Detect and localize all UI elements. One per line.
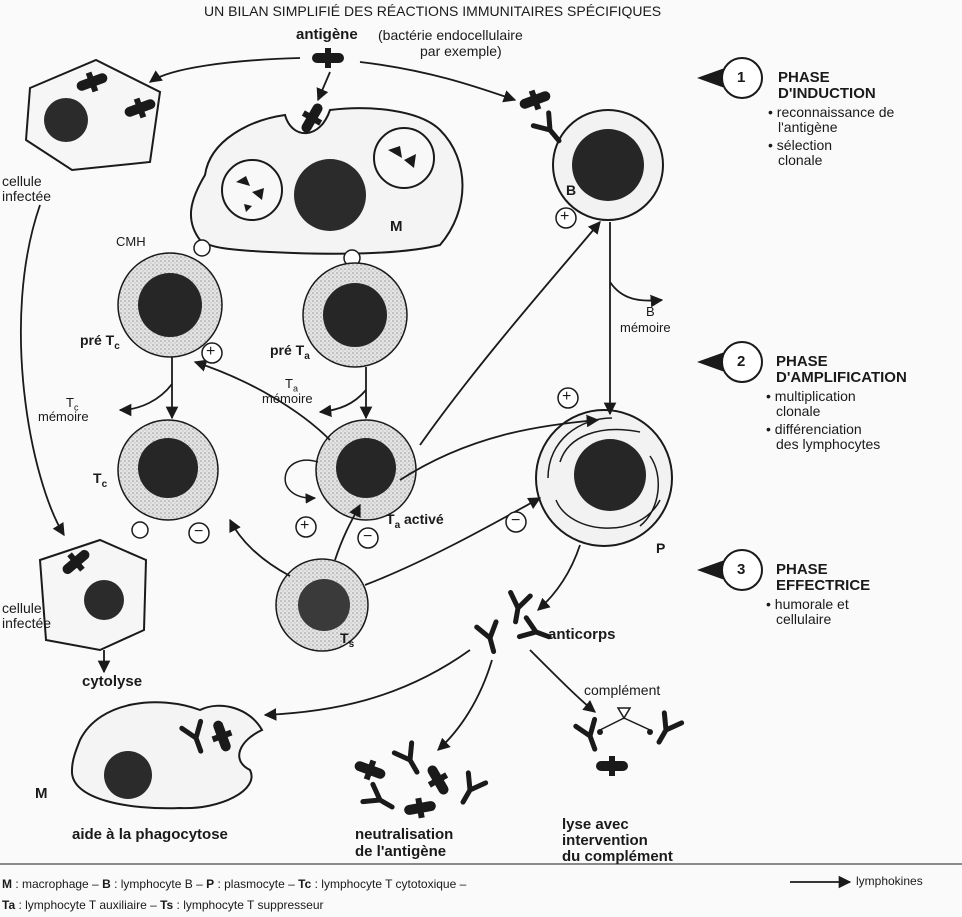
plus-sign-b: + — [560, 208, 570, 225]
complement-complex — [576, 707, 682, 776]
phagocytosis-label: aide à la phagocytose — [72, 826, 228, 843]
pre-ta-label: pré Ta — [270, 342, 310, 362]
antigen-fragments-left — [236, 176, 264, 212]
phase-2-item-1-cont: clonale — [776, 403, 821, 419]
phase-2-title-1: PHASE — [776, 353, 828, 370]
macrophage-label: M — [390, 218, 403, 235]
phase-1-item-1: • reconnaissance de — [768, 104, 895, 120]
ts-nucleus — [298, 579, 350, 631]
pre-tc-nucleus — [138, 273, 202, 337]
ta-active-nucleus — [336, 438, 396, 498]
infected-cell-top-label-2: infectée — [2, 188, 52, 204]
plasmocyte-label: P — [656, 540, 666, 556]
phase-2-title-2: D'AMPLIFICATION — [776, 369, 907, 386]
bottom-macrophage-label: M — [35, 785, 48, 802]
infected-cell-top-nucleus — [44, 98, 88, 142]
b-cell-nucleus — [572, 129, 644, 201]
antibody-2 — [477, 622, 504, 654]
infected-cell-top-label-1: cellule — [2, 173, 42, 189]
bottom-macrophage — [70, 701, 264, 810]
plus-sign-pre-tc: + — [206, 343, 216, 360]
ta-autocrine-loop — [284, 459, 319, 504]
phase-2-item-2-cont: des lymphocytes — [776, 436, 881, 452]
lysis-label-3: du complément — [562, 848, 673, 865]
infected-cell-bottom-label-2: infectée — [2, 615, 52, 631]
phase-1-number: 1 — [737, 69, 746, 86]
b-memory-letter: B — [646, 304, 655, 319]
ta-memory-word: mémoire — [262, 391, 313, 406]
phase-1-item-2-cont: clonale — [778, 152, 823, 168]
cytolyse-label: cytolyse — [82, 673, 143, 690]
tc-memory-letter: Tc — [66, 395, 79, 413]
arrows — [20, 57, 852, 889]
phase-2-item-2: • différenciation — [766, 421, 862, 437]
minus-sign-p: − — [511, 512, 521, 529]
pre-ta-nucleus — [323, 283, 387, 347]
neutralisation-label-2: de l'antigène — [355, 843, 447, 860]
minus-sign-ta: − — [363, 528, 373, 545]
b-memory-word: mémoire — [620, 320, 671, 335]
ta-memory-letter: Ta — [285, 376, 298, 394]
cmh-receptor-left — [193, 239, 211, 257]
plus-sign-ta: + — [300, 517, 310, 534]
tc-receptor — [131, 521, 149, 539]
antigen-note-line2: par exemple) — [420, 43, 502, 59]
plus-sign-p: + — [562, 388, 572, 405]
legend-lymphokines: lymphokines — [856, 874, 923, 888]
lysis-label-1: lyse avec — [562, 816, 629, 833]
phagosome-left — [221, 159, 283, 221]
plasmocyte-reticulum — [547, 417, 661, 529]
phase-3-number: 3 — [737, 561, 746, 578]
tc-memory-word: mémoire — [38, 409, 89, 424]
phase-1-title-1: PHASE — [778, 69, 830, 86]
phase-1-item-2: • sélection — [768, 137, 833, 153]
antigen-on-b-cell — [516, 85, 554, 115]
ta-active-label: Ta activé — [386, 511, 444, 531]
ts-label: Ts — [340, 630, 355, 650]
infected-cell-top — [24, 58, 162, 172]
anticorps-label: anticorps — [548, 626, 616, 643]
phagosome-right — [373, 127, 435, 189]
antigen-label: antigène — [296, 26, 358, 43]
neutralisation-label-1: neutralisation — [355, 826, 454, 843]
phase-2-item-1: • multiplication — [766, 388, 856, 404]
cmh-label: CMH — [116, 234, 146, 249]
complement-label: complément — [584, 682, 661, 698]
phase-markers — [697, 57, 763, 591]
phase-3-item-1-cont: cellulaire — [776, 611, 832, 627]
tc-nucleus — [138, 438, 198, 498]
minus-sign-tc: − — [194, 523, 204, 540]
lysis-label-2: intervention — [562, 832, 648, 849]
neutralisation-complex — [351, 743, 486, 821]
antigen-bacterium — [312, 48, 344, 68]
tc-label: Tc — [93, 470, 108, 490]
macrophage-nucleus — [294, 159, 366, 231]
plasmocyte-nucleus — [574, 439, 646, 511]
legend-line-1: M : macrophage – B : lymphocyte B – P : … — [2, 877, 467, 891]
antigen-note-line1: (bactérie endocellulaire — [378, 27, 523, 43]
b-cell-label: B — [566, 182, 577, 198]
antigen-fragments-right — [388, 146, 416, 168]
diagram-title: UN BILAN SIMPLIFIÉ DES RÉACTIONS IMMUNIT… — [204, 3, 662, 19]
phase-3-title-1: PHASE — [776, 561, 828, 578]
phase-3-title-2: EFFECTRICE — [776, 577, 871, 594]
infected-cell-bottom-nucleus — [84, 580, 124, 620]
phase-3-item-1: • humorale et — [766, 596, 849, 612]
infected-cell-bottom-label-1: cellule — [2, 600, 42, 616]
phase-1-title-2: D'INDUCTION — [778, 85, 876, 102]
pre-tc-label: pré Tc — [80, 332, 120, 352]
legend-line-2: Ta : lymphocyte T auxiliaire – Ts : lymp… — [2, 898, 324, 912]
sign-circles — [188, 207, 579, 549]
phase-2-number: 2 — [737, 353, 746, 370]
bottom-macrophage-nucleus — [104, 751, 152, 799]
phase-1-item-1-cont: l'antigène — [778, 119, 838, 135]
